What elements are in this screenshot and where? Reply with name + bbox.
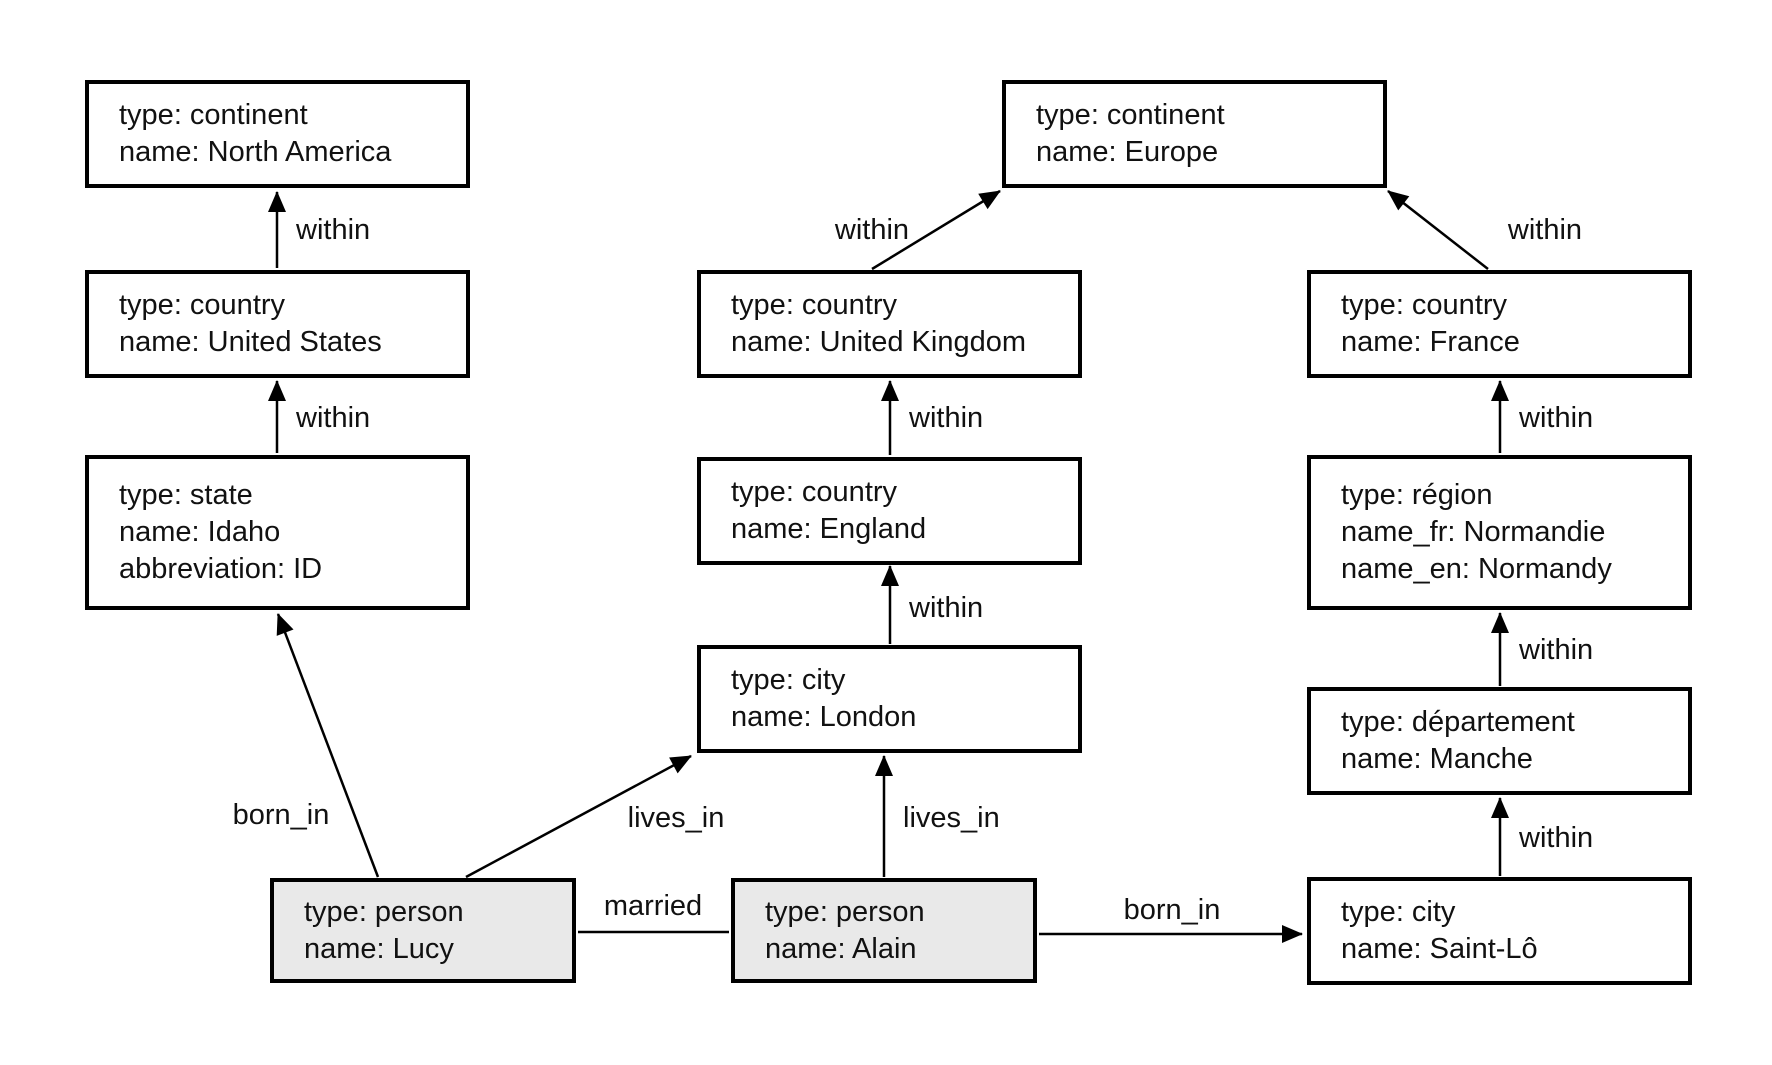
node-name-line: name: London — [731, 701, 917, 733]
node-europe: type: continent name: Europe — [1002, 80, 1387, 188]
node-abbreviation-line: abbreviation: ID — [119, 553, 323, 585]
edge-label-alain-lives-in: lives_in — [903, 802, 1000, 834]
node-name-line: name: United Kingdom — [731, 326, 1026, 358]
node-name-line: name: Idaho — [119, 516, 281, 548]
edge-label-uk-within: within — [834, 214, 910, 246]
node-name-line: name: Manche — [1341, 743, 1533, 775]
node-name-line: name: United States — [119, 326, 382, 358]
edge-label-us-within: within — [296, 214, 371, 246]
edge-label-idaho-within: within — [296, 402, 371, 434]
node-name-line: name: England — [731, 513, 927, 545]
edge-uk-to-europe — [871, 189, 1001, 271]
node-region-normandie: type: région name_fr: Normandie name_en:… — [1307, 455, 1692, 610]
edge-label-france-within: within — [1507, 214, 1583, 246]
edge-france-to-europe — [1387, 190, 1489, 270]
node-london: type: city name: London — [697, 645, 1082, 753]
edge-label-england-within: within — [909, 402, 984, 434]
node-type-line: type: country — [731, 476, 898, 508]
edge-label-lucy-lives-in: lives_in — [627, 802, 725, 834]
node-manche: type: département name: Manche — [1307, 687, 1692, 795]
node-type-line: type: continent — [119, 99, 308, 131]
node-name-fr-line: name_fr: Normandie — [1341, 516, 1606, 548]
node-type-line: type: département — [1341, 706, 1575, 738]
node-person-lucy: type: person name: Lucy — [270, 878, 576, 983]
node-united-kingdom: type: country name: United Kingdom — [697, 270, 1082, 378]
node-idaho: type: state name: Idaho abbreviation: ID — [85, 455, 470, 610]
node-name-en-line: name_en: Normandy — [1341, 553, 1612, 585]
edge-label-saintlo-within: within — [1519, 822, 1594, 854]
node-type-line: type: city — [731, 664, 846, 696]
node-person-alain: type: person name: Alain — [731, 878, 1037, 983]
edge-label-london-within: within — [909, 592, 984, 624]
node-france: type: country name: France — [1307, 270, 1692, 378]
node-type-line: type: city — [1341, 896, 1456, 928]
node-type-line: type: person — [304, 895, 464, 928]
node-united-states: type: country name: United States — [85, 270, 470, 378]
node-type-line: type: state — [119, 479, 253, 511]
edge-label-manche-within: within — [1519, 634, 1594, 666]
node-type-line: type: région — [1341, 479, 1493, 511]
edge-lucy-born-in-idaho — [276, 613, 380, 878]
node-type-line: type: country — [1341, 289, 1508, 321]
node-north-america: type: continent name: North America — [85, 80, 470, 188]
node-name-line: name: Europe — [1036, 136, 1219, 168]
edge-label-lucy-born-in: born_in — [232, 799, 330, 831]
node-name-line: name: Alain — [765, 932, 917, 965]
node-name-line: name: North America — [119, 136, 392, 168]
node-name-line: name: Saint-Lô — [1341, 933, 1538, 965]
node-name-line: name: France — [1341, 326, 1520, 358]
edge-label-alain-born-in: born_in — [1123, 894, 1221, 926]
node-type-line: type: country — [119, 289, 286, 321]
edge-label-region-within: within — [1519, 402, 1594, 434]
edge-lucy-lives-in-london — [465, 754, 692, 879]
node-type-line: type: country — [731, 289, 898, 321]
node-type-line: type: continent — [1036, 99, 1225, 131]
node-type-line: type: person — [765, 895, 925, 928]
edge-label-married: married — [603, 890, 703, 922]
node-name-line: name: Lucy — [304, 932, 454, 965]
node-saint-lo: type: city name: Saint-Lô — [1307, 877, 1692, 985]
node-england: type: country name: England — [697, 457, 1082, 565]
